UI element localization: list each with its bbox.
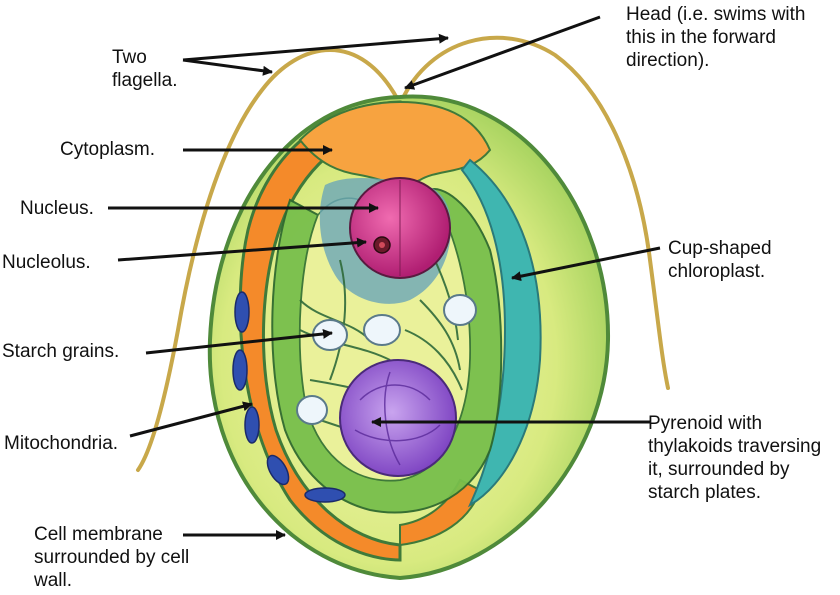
label-cup-chloroplast: Cup-shaped chloroplast. bbox=[668, 238, 772, 282]
right-flagellum bbox=[400, 35, 670, 390]
label-nucleus: Nucleus. bbox=[20, 198, 94, 219]
label-two-flagella: Two flagella. bbox=[112, 47, 178, 91]
label-pyrenoid: Pyrenoid with thylakoids traversing it, … bbox=[648, 413, 822, 503]
label-starch-grains: Starch grains. bbox=[2, 341, 120, 362]
left-flagellum bbox=[136, 48, 400, 472]
chloroplast-rim bbox=[460, 158, 542, 508]
mitochondria bbox=[232, 291, 346, 503]
label-nucleolus: Nucleolus. bbox=[2, 252, 91, 273]
label-arrows bbox=[108, 15, 661, 540]
label-cell-membrane: Cell membrane surrounded by cell wall. bbox=[34, 524, 190, 591]
label-cytoplasm: Cytoplasm. bbox=[60, 139, 156, 160]
pyrenoid bbox=[339, 359, 457, 477]
cytoplasm-lower bbox=[399, 478, 482, 547]
label-head: Head (i.e. swims with this in the forwar… bbox=[626, 4, 806, 71]
label-mitochondria: Mitochondria. bbox=[4, 433, 119, 454]
